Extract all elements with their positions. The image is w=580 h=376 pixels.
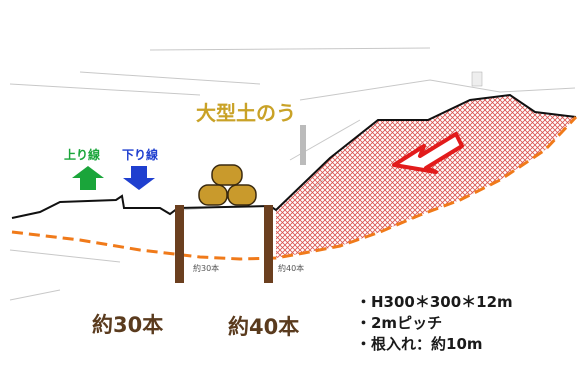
up-arrow-icon: [72, 166, 104, 190]
down-line-label: 下り線: [122, 148, 159, 162]
spec-size: ・H300＊300＊12m: [356, 293, 513, 311]
slide-direction-arrow-icon: [392, 132, 464, 174]
survey-annotations: [300, 71, 483, 165]
slip-surface-line: [11, 115, 578, 261]
pile-note-right: 約40本: [278, 264, 305, 273]
ground-surface-line: [11, 93, 577, 219]
pile-count-left: 約30本: [92, 313, 164, 337]
pile-count-right: 約40本: [228, 315, 300, 339]
pile-note-left: 約30本: [193, 264, 220, 273]
spec-box: ・H300＊300＊12m ・2mピッチ ・根入れ：約10m: [352, 290, 523, 359]
spec-pitch: ・2mピッチ: [356, 314, 443, 332]
steel-pile-right: [264, 205, 273, 283]
spec-embedment: ・根入れ：約10m: [356, 335, 483, 353]
up-line-label: 上り線: [64, 148, 101, 162]
down-arrow-icon: [123, 166, 155, 190]
steel-pile-left: [175, 205, 184, 283]
sandbag-stack: [198, 164, 257, 206]
sandbag-label: 大型土のう: [196, 101, 296, 125]
hatched-slide-mass: [276, 95, 576, 258]
